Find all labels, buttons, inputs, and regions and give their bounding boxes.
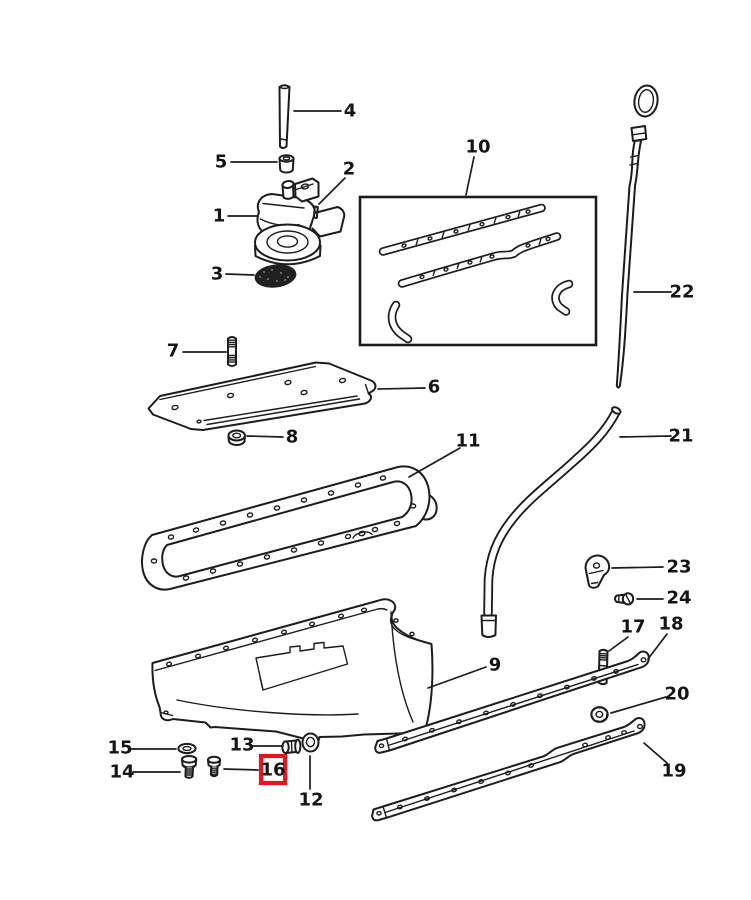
drain-washer-drawing: [301, 732, 320, 753]
gasket-arc-right-drawing: [551, 279, 574, 316]
pump-pin-drawing: [312, 205, 319, 219]
part-label-22[interactable]: 22: [669, 282, 694, 303]
part-label-12[interactable]: 12: [298, 790, 323, 811]
part-label-18[interactable]: 18: [658, 614, 683, 635]
part-label-19[interactable]: 19: [661, 761, 686, 782]
gasket-strip-upper-drawing: [378, 203, 546, 256]
part-label-2[interactable]: 2: [343, 159, 356, 180]
part-label-15[interactable]: 15: [107, 738, 132, 759]
part-label-13[interactable]: 13: [229, 735, 254, 756]
baffle-plate-drawing: [147, 361, 377, 431]
part-label-24[interactable]: 24: [666, 588, 691, 609]
part-label-11[interactable]: 11: [455, 431, 480, 452]
leader-line-18: [647, 633, 668, 660]
leader-line-21: [619, 435, 672, 438]
oil-pan-gasket-drawing: [141, 465, 438, 591]
rail-nut-drawing: [590, 706, 609, 723]
part-label-20[interactable]: 20: [664, 684, 689, 705]
drain-plug-drawing: [281, 738, 302, 755]
leader-line-9: [427, 666, 487, 689]
leader-line-10: [465, 156, 475, 196]
part-label-4[interactable]: 4: [344, 101, 357, 122]
part-label-9[interactable]: 9: [489, 655, 502, 676]
pump-screen-drawing: [254, 264, 297, 288]
part-label-1[interactable]: 1: [213, 206, 226, 227]
leader-line-11: [408, 447, 461, 478]
part-label-21[interactable]: 21: [668, 426, 693, 447]
part-label-8[interactable]: 8: [286, 427, 299, 448]
pan-bolt-washer-drawing: [177, 742, 197, 755]
gasket-strip-lower-drawing: [397, 232, 562, 288]
part-label-23[interactable]: 23: [666, 557, 691, 578]
pan-bolt-short-drawing: [207, 755, 221, 778]
dipstick-tube-drawing: [480, 406, 622, 638]
part-label-10[interactable]: 10: [465, 137, 490, 158]
pump-driveshaft-drawing: [278, 84, 291, 149]
part-label-6[interactable]: 6: [428, 377, 441, 398]
part-label-17[interactable]: 17: [620, 617, 645, 638]
leader-line-3: [225, 273, 255, 276]
leader-line-23: [611, 566, 664, 569]
leader-line-17: [608, 636, 629, 652]
gasket-arc-left-drawing: [387, 300, 413, 344]
oil-pump-drawing: [254, 177, 346, 266]
pan-rail-lower-drawing: [371, 717, 646, 822]
tube-clamp-drawing: [584, 554, 611, 589]
part-label-3[interactable]: 3: [211, 264, 224, 285]
part-label-16[interactable]: 16: [260, 760, 285, 781]
pump-coupling-drawing: [278, 154, 295, 174]
leader-line-2: [318, 177, 346, 205]
gasket-kit-box-drawing: [358, 195, 598, 347]
leader-line-16: [223, 768, 259, 771]
part-label-14[interactable]: 14: [109, 762, 134, 783]
dipstick-drawing: [615, 84, 659, 389]
oil-pan-drawing: [151, 598, 434, 746]
leader-line-19: [643, 742, 668, 764]
leader-line-20: [610, 696, 667, 714]
part-label-5[interactable]: 5: [215, 152, 228, 173]
part-label-7[interactable]: 7: [167, 341, 180, 362]
highlight-box: [258, 753, 288, 786]
clamp-screw-drawing: [613, 592, 635, 606]
baffle-nut-drawing: [227, 429, 246, 447]
leader-line-8: [246, 435, 284, 438]
baffle-stud-drawing: [227, 336, 237, 367]
pan-bolt-long-drawing: [181, 755, 198, 779]
leader-line-6: [377, 387, 426, 390]
